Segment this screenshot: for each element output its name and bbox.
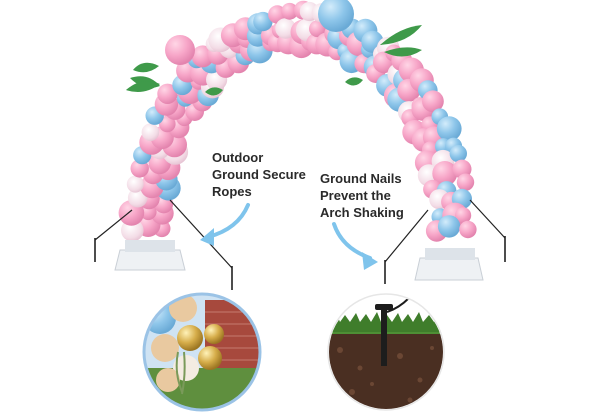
balloon	[456, 173, 475, 191]
arrow-icon	[200, 203, 250, 246]
leaf-icon	[205, 77, 363, 96]
balloon-arch	[118, 0, 477, 242]
callout-line: Outdoor	[212, 150, 264, 165]
callout-line: Ropes	[212, 184, 252, 199]
callout-line: Prevent the	[320, 188, 391, 203]
balloon	[141, 123, 160, 141]
balloon	[281, 2, 298, 20]
balloon	[126, 175, 144, 193]
ground-nail-icon	[94, 236, 506, 290]
balloon	[159, 115, 176, 133]
balloon	[422, 90, 444, 113]
arch-base-right	[414, 248, 484, 281]
callout-ground-nails: Ground Nails Prevent the Arch Shaking	[320, 170, 404, 221]
balloon	[157, 83, 178, 105]
balloon	[449, 144, 467, 163]
balloon	[459, 220, 477, 239]
balloon	[432, 161, 458, 186]
rope-icon	[94, 199, 506, 269]
balloon	[436, 116, 462, 142]
arch-base-left	[114, 240, 186, 271]
balloon	[165, 35, 195, 65]
callout-line: Ground Nails	[320, 171, 402, 186]
arrow-icon	[332, 222, 378, 270]
leaf-icon	[380, 25, 422, 57]
balloon	[318, 0, 354, 32]
leaf-icon	[126, 62, 160, 92]
balloon	[253, 11, 273, 32]
balloon	[455, 207, 472, 224]
ground-nail-detail-photo	[327, 293, 445, 411]
balloon	[437, 215, 461, 238]
callout-line: Arch Shaking	[320, 205, 404, 220]
callout-ground-ropes: Outdoor Ground Secure Ropes	[212, 149, 306, 200]
rope-detail-photo	[142, 292, 262, 412]
callout-line: Ground Secure	[212, 167, 306, 182]
